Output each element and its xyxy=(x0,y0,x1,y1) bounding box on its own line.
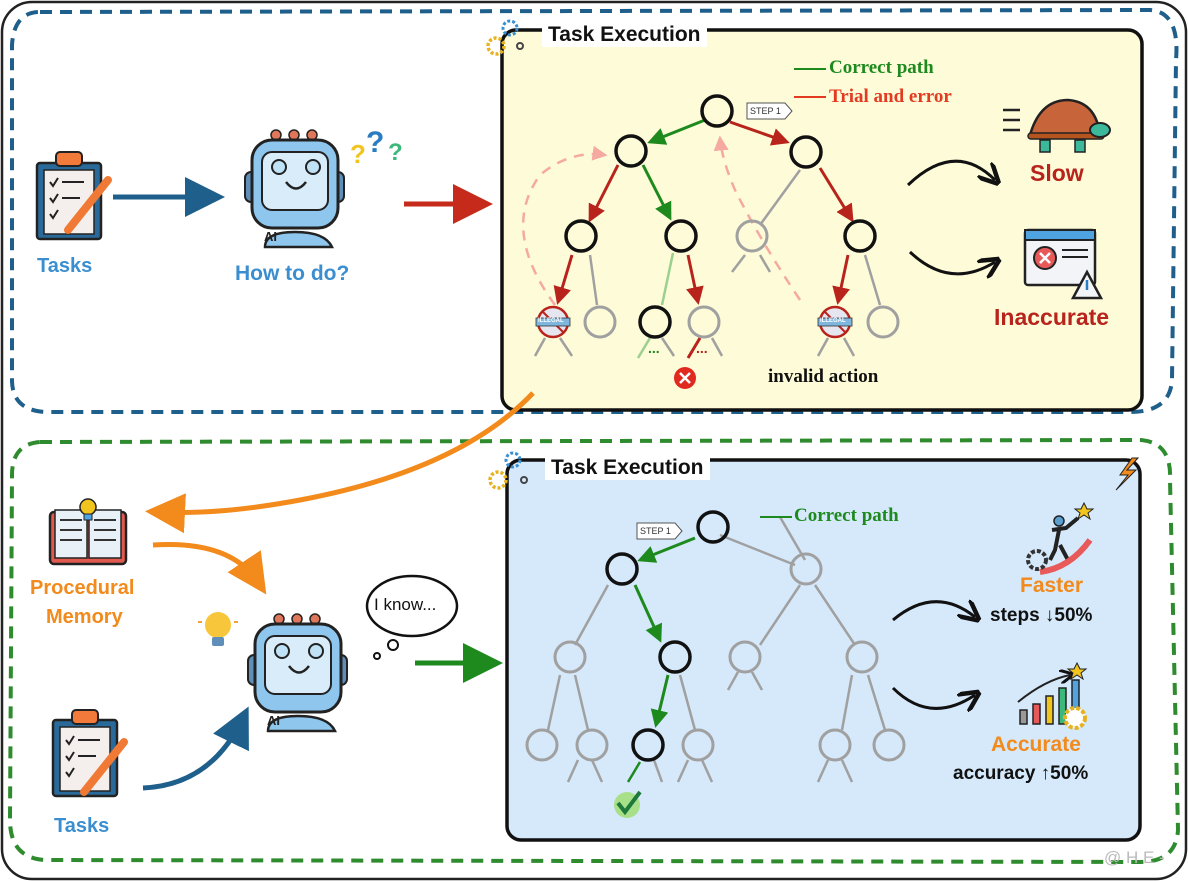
tree-node xyxy=(845,640,879,674)
tree-node xyxy=(789,552,823,586)
tasks-label: Tasks xyxy=(54,815,110,837)
book-icon xyxy=(48,498,128,566)
svg-text:?: ? xyxy=(388,139,403,166)
invalid-action-label: invalid action xyxy=(768,366,879,387)
growth-chart-icon xyxy=(1017,661,1088,730)
legend-correct-path: Correct path xyxy=(794,505,899,526)
tree-node xyxy=(866,305,900,339)
tree-node xyxy=(553,640,587,674)
gear-icon xyxy=(486,19,524,56)
tree-node xyxy=(631,728,665,762)
tree-node xyxy=(700,94,734,128)
ellipsis: ... xyxy=(696,340,708,356)
procedural-memory-label-line2: Memory xyxy=(46,606,123,628)
tree-node xyxy=(658,640,692,674)
check-icon xyxy=(614,790,642,818)
tree-node xyxy=(638,305,672,339)
inaccurate-label: Inaccurate xyxy=(994,304,1110,330)
arrow-to-inaccurate xyxy=(908,250,995,274)
tree-node xyxy=(664,219,698,253)
robot-icon xyxy=(247,613,348,733)
legend-trial-error: Trial and error xyxy=(829,86,952,107)
arrow-to-faster xyxy=(892,602,975,620)
arrow-memory-to-agent xyxy=(152,541,267,595)
arrow-to-slow xyxy=(906,159,995,185)
robot-ai-label: AI xyxy=(267,713,280,728)
tree-node xyxy=(735,219,769,253)
ellipsis: ... xyxy=(648,340,660,356)
arrow-tasks-to-agent xyxy=(142,706,249,791)
tree-node xyxy=(728,640,762,674)
bottom-tree xyxy=(525,510,906,818)
faster-label: Faster xyxy=(1020,574,1084,597)
tree-node xyxy=(605,552,639,586)
arrow-to-memory xyxy=(145,391,535,534)
step-tag-label: STEP 1 xyxy=(750,106,781,116)
clipboard-icon xyxy=(51,709,128,798)
robot-ai-label: AI xyxy=(264,229,277,244)
tree-node xyxy=(564,219,598,253)
steps-reduction-label: steps ↓50% xyxy=(990,605,1093,626)
illegal-tag-label: ILLEGAL xyxy=(538,318,564,324)
gear-icon xyxy=(488,451,528,490)
thought-bubble xyxy=(365,574,459,660)
clipboard-icon xyxy=(35,151,112,241)
accurate-label: Accurate xyxy=(991,733,1081,756)
tasks-label: Tasks xyxy=(37,255,93,277)
tree-node xyxy=(614,134,648,168)
robot-icon xyxy=(244,129,345,249)
top-panel xyxy=(500,28,1144,412)
invalid-x-icon xyxy=(674,367,696,389)
error-window-icon xyxy=(1023,228,1104,300)
step-tag-label: STEP 1 xyxy=(640,526,671,536)
bottom-panel-title: Task Execution xyxy=(545,456,710,480)
question-marks-icon: ? ? ? xyxy=(350,126,403,169)
bottom-region-border xyxy=(7,437,1181,865)
slow-label: Slow xyxy=(1030,160,1084,186)
illegal-tag-label: ILLEGAL xyxy=(820,318,846,324)
watermark: @ H E - xyxy=(1104,848,1165,867)
bottom-panel xyxy=(505,458,1142,842)
tree-node xyxy=(583,305,617,339)
lightbulb-icon xyxy=(198,612,238,646)
tree-node xyxy=(872,728,906,762)
top-tree xyxy=(522,94,900,389)
top-panel-title: Task Execution xyxy=(542,23,707,47)
tree-node xyxy=(843,219,877,253)
thought-text: I know... xyxy=(374,595,437,614)
arrow-to-accurate xyxy=(891,686,975,708)
climber-icon xyxy=(1026,501,1095,575)
tree-node xyxy=(681,728,715,762)
tree-node xyxy=(687,305,721,339)
tree-node xyxy=(696,510,730,544)
top-region-border xyxy=(10,7,1179,414)
lightning-icon xyxy=(1115,457,1140,491)
tree-node xyxy=(575,728,609,762)
how-to-do-label: How to do? xyxy=(235,262,350,285)
svg-text:?: ? xyxy=(350,139,366,169)
tree-node xyxy=(525,728,559,762)
svg-text:?: ? xyxy=(366,126,384,159)
procedural-memory-label-line1: Procedural xyxy=(30,577,135,599)
tree-node xyxy=(789,135,823,169)
step-tag xyxy=(746,102,793,120)
step-tag xyxy=(636,522,683,540)
accuracy-increase-label: accuracy ↑50% xyxy=(953,763,1089,784)
tree-node xyxy=(818,728,852,762)
turtle-icon xyxy=(1003,98,1111,153)
legend-correct-path: Correct path xyxy=(829,57,934,78)
